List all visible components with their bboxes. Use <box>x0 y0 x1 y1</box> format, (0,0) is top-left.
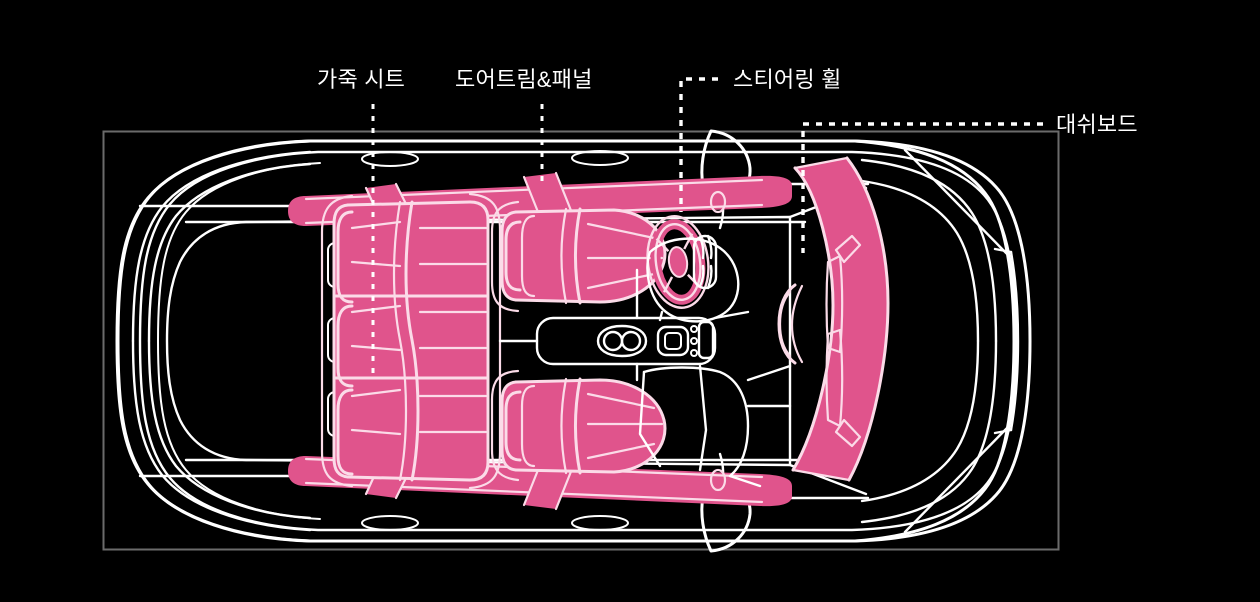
callout-leaders <box>371 77 1043 373</box>
center-console <box>498 237 792 488</box>
diagram-frame <box>102 130 1060 551</box>
callout-label-steering-wheel: 스티어링 휠 <box>733 67 842 92</box>
dashboard-highlight <box>777 156 890 482</box>
rear-seat-highlight <box>320 192 502 490</box>
callout-label-dashboard: 대쉬보드 <box>1056 112 1138 137</box>
callout-label-door-trim-panel: 도어트림&패널 <box>455 67 593 92</box>
front-seat-highlight <box>490 200 667 482</box>
callout-label-leather-seat: 가죽 시트 <box>317 67 406 92</box>
leader-dashboard <box>801 122 1043 253</box>
